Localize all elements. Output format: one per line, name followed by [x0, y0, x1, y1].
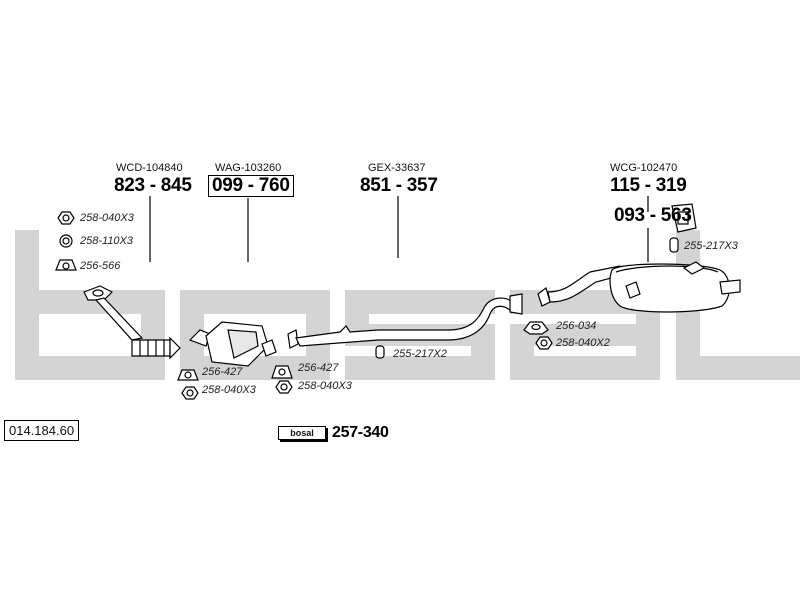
fitting-code[interactable]: 255-217X3 [684, 240, 738, 252]
part-ref-label: GEX-33637 [368, 162, 426, 174]
fitting-code[interactable]: 256-427 [298, 362, 339, 374]
part-number-boxed[interactable]: 099 - 760 [208, 175, 294, 197]
rubber-mount-icon [669, 237, 679, 253]
fitting-code[interactable]: 255-217X2 [393, 348, 447, 360]
fitting-code[interactable]: 256-427 [202, 366, 243, 378]
fitting-code[interactable]: 258-040X2 [556, 337, 610, 349]
bracket-part [671, 203, 697, 233]
part-ref-label: WCG-102470 [610, 162, 678, 174]
bracket-number[interactable]: 093 - 563 [614, 205, 692, 226]
gasket-hole-icon [184, 371, 192, 379]
intermediate-pipe [287, 293, 523, 349]
gasket-hole-icon [531, 323, 541, 331]
fitting-code[interactable]: 258-040X3 [80, 212, 134, 224]
nut-hole-icon [280, 383, 288, 391]
nut-hole-icon [186, 389, 194, 397]
fitting-code[interactable]: 256-566 [80, 260, 121, 272]
part-number[interactable]: 851 - 357 [360, 175, 438, 196]
part-number[interactable]: 115 - 319 [610, 175, 687, 196]
part-ref-label: WCD-104840 [116, 162, 183, 174]
catalytic-converter [188, 321, 277, 367]
gasket-hole-icon [62, 262, 70, 270]
nut-hole-icon [62, 214, 70, 222]
fitting-code[interactable]: 256-034 [556, 320, 597, 332]
fitting-code[interactable]: 258-110X3 [80, 235, 134, 247]
part-number[interactable]: 823 - 845 [114, 175, 192, 196]
fitting-code[interactable]: 258-040X3 [298, 380, 352, 392]
gasket-hole-icon [278, 368, 286, 376]
rubber-mount-icon [375, 345, 385, 359]
kit-logo: bosal [278, 426, 326, 440]
kit-number[interactable]: 257-340 [332, 424, 389, 441]
front-pipe [83, 285, 181, 360]
part-ref-label: WAG-103260 [215, 162, 282, 174]
diagram-id: 014.184.60 [4, 420, 80, 441]
nut-hole-icon [540, 339, 548, 347]
fitting-code[interactable]: 258-040X3 [202, 384, 256, 396]
ring-hole-icon [62, 237, 70, 245]
rear-silencer [537, 261, 741, 313]
